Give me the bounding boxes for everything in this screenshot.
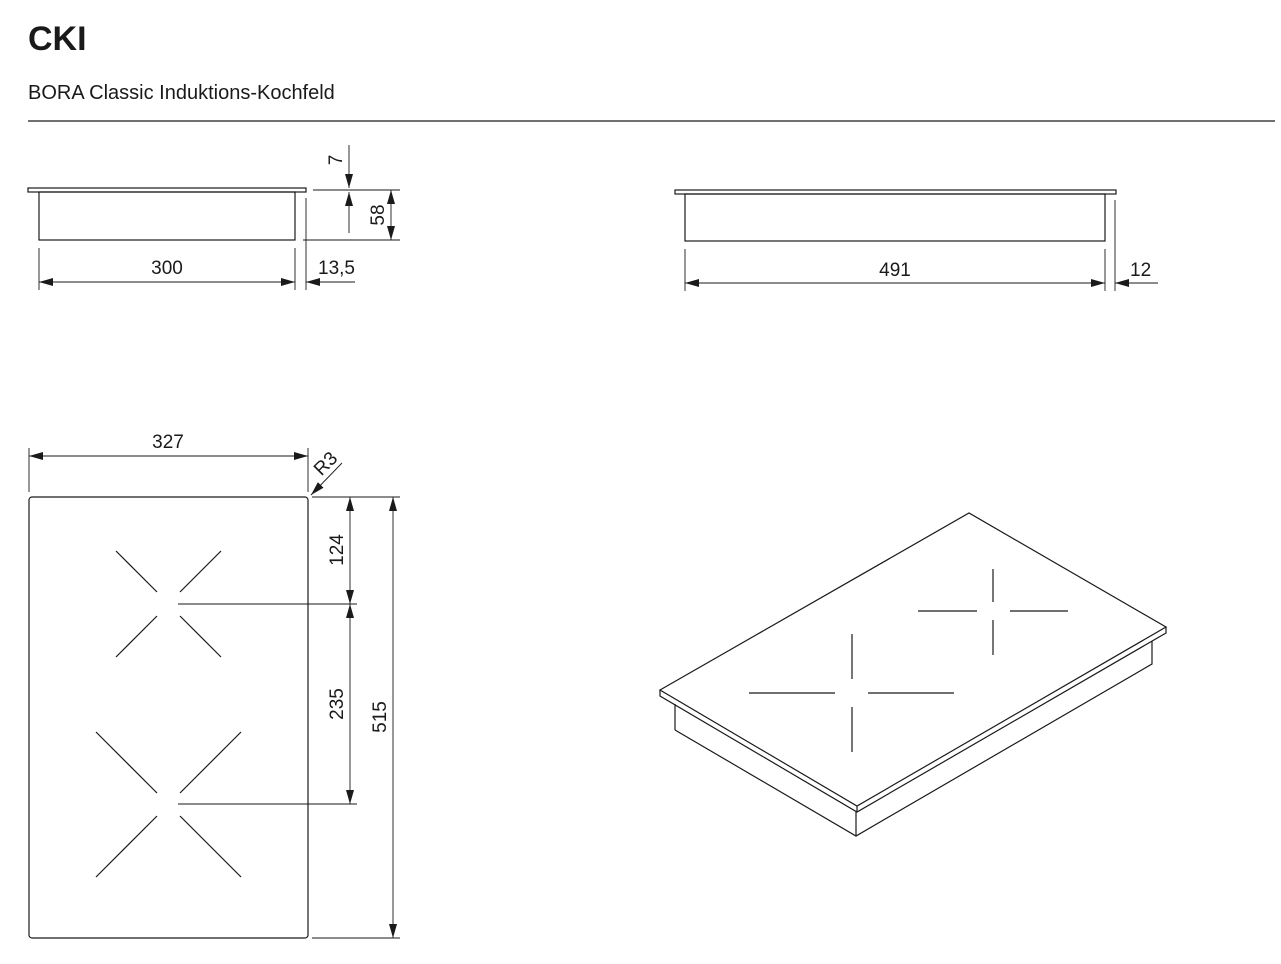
side-view-side: 491 12 xyxy=(674,189,1158,291)
dim-height-58: 58 xyxy=(368,204,389,225)
burner-marker-iso-front xyxy=(749,634,954,752)
dim-515: 515 xyxy=(370,701,391,733)
dim-235: 235 xyxy=(327,688,348,720)
dim-offset-12: 12 xyxy=(1130,260,1151,281)
dim-radius-r3: R3 xyxy=(310,448,342,480)
dim-width-327: 327 xyxy=(152,432,184,453)
burner-marker-upper xyxy=(115,550,222,658)
isometric-view xyxy=(658,512,1168,837)
dim-offset-13-5: 13,5 xyxy=(318,258,355,279)
dim-width-300: 300 xyxy=(151,258,183,279)
burner-marker-lower xyxy=(95,731,242,878)
dim-124: 124 xyxy=(327,534,348,566)
page-title: CKI xyxy=(28,20,87,58)
page-subtitle: BORA Classic Induktions-Kochfeld xyxy=(28,82,335,104)
top-view: 327 R3 124 235 515 xyxy=(28,432,400,939)
side-view-front: 300 13,5 7 58 xyxy=(27,145,400,290)
burner-marker-iso-back xyxy=(918,569,1068,655)
dim-plate-7: 7 xyxy=(326,155,347,166)
dim-width-491: 491 xyxy=(879,260,911,281)
